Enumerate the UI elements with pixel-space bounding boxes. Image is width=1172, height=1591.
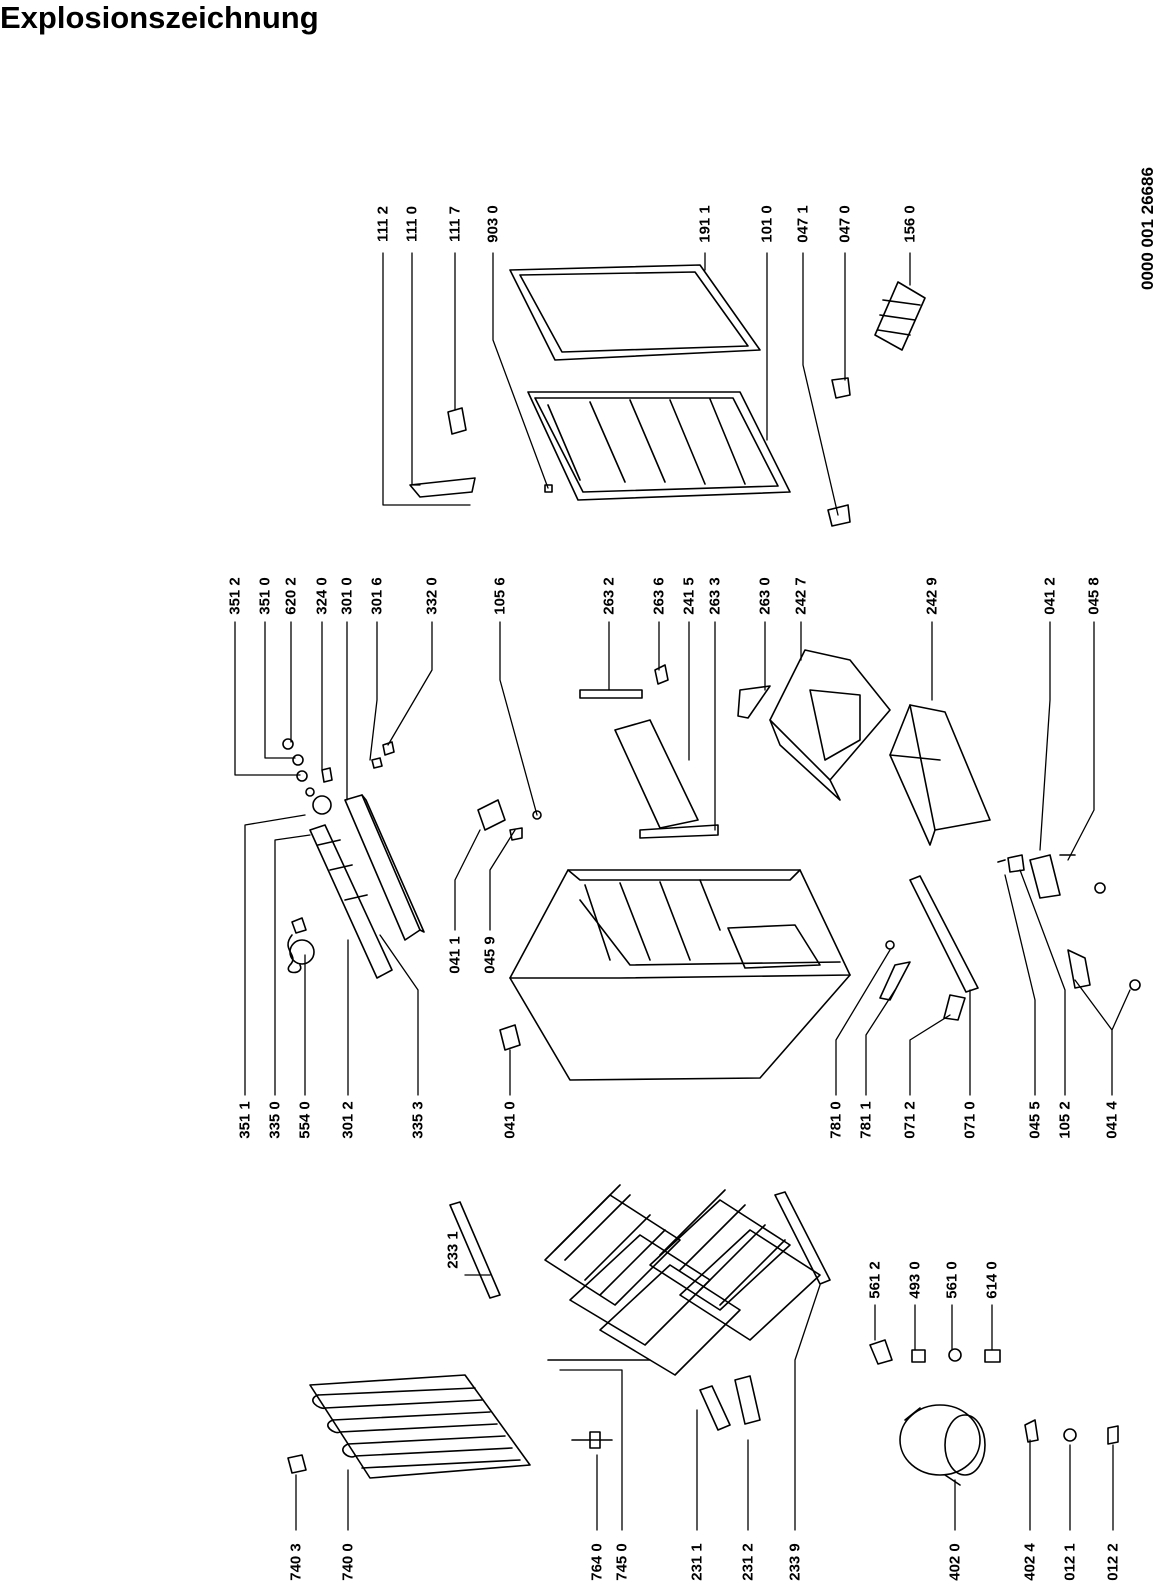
thermostat-parts xyxy=(282,738,395,815)
filter-drier xyxy=(571,1431,613,1449)
relay-parts xyxy=(699,1375,761,1431)
evaporator-coil xyxy=(309,1374,531,1479)
base-rail xyxy=(879,875,979,1021)
leader-lines xyxy=(234,252,1131,1531)
control-housing xyxy=(309,794,425,979)
drawer-upper xyxy=(769,649,891,801)
door-handle xyxy=(409,407,476,498)
wire-racks xyxy=(544,1184,821,1376)
compressor xyxy=(899,1404,986,1486)
small-box xyxy=(287,1454,307,1474)
small-parts-right xyxy=(869,1339,1001,1365)
hinge-parts xyxy=(544,377,851,527)
inner-shelves xyxy=(579,664,771,839)
feet-and-hinge-lower xyxy=(997,854,1141,991)
cabinet-body xyxy=(509,869,851,1081)
door-panel xyxy=(527,391,791,501)
cabinet-hinges xyxy=(477,799,542,1051)
rack-rails xyxy=(449,1191,831,1299)
drawer-lower xyxy=(889,704,991,846)
lamp-coil xyxy=(287,917,315,974)
compressor-accessories xyxy=(1024,1419,1119,1445)
door-gasket xyxy=(509,264,761,361)
page-title: Explosionszeichnung xyxy=(0,0,319,35)
ice-tray xyxy=(874,281,926,351)
